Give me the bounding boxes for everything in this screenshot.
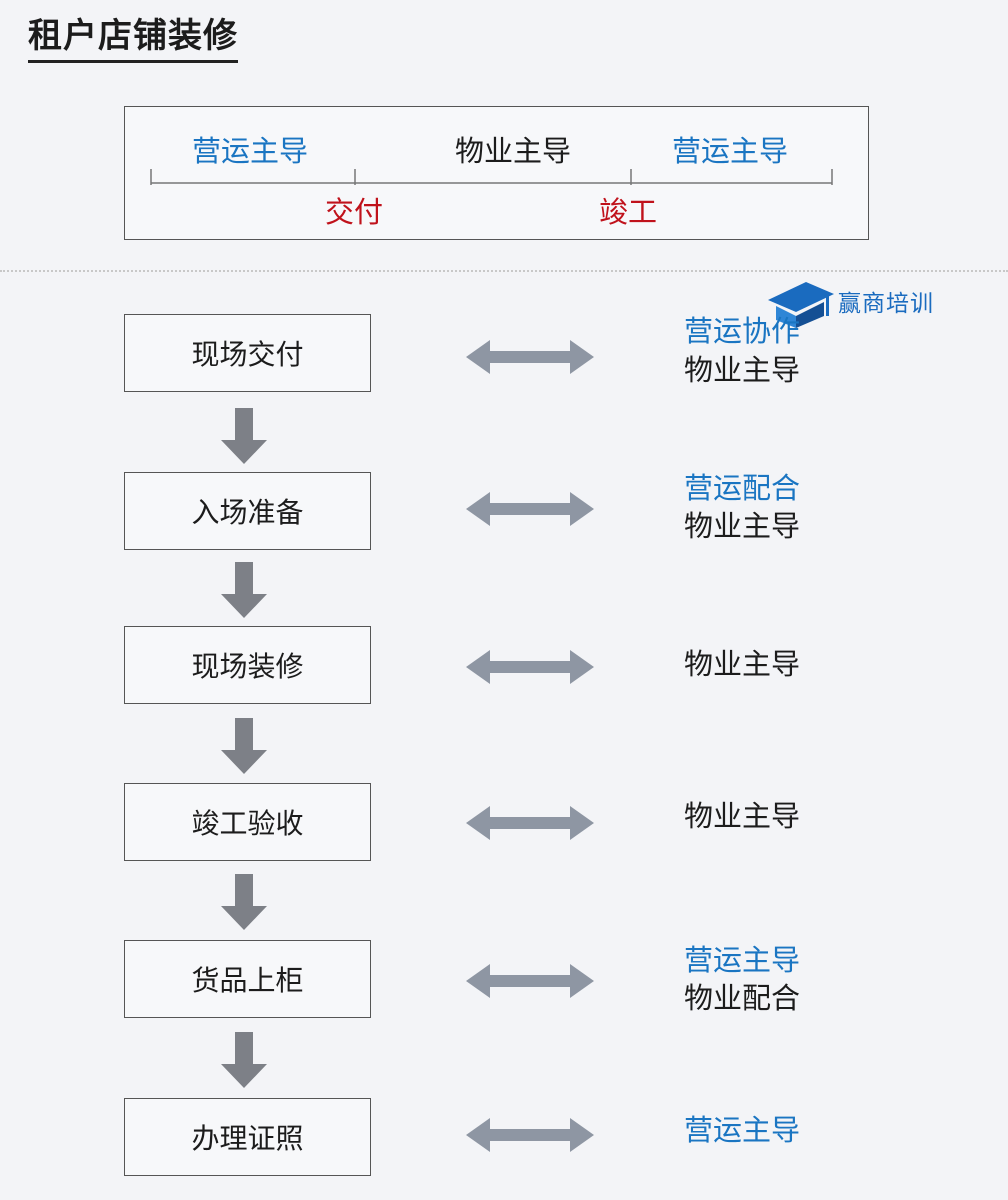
- role-operations: 营运主导: [684, 943, 801, 977]
- role-property: 物业主导: [684, 647, 801, 681]
- watermark-logo: 赢商培训: [766, 280, 946, 330]
- step-site-renovation: 现场装修: [124, 626, 371, 704]
- role-operations: 营运主导: [684, 1113, 801, 1147]
- down-arrow-icon: [221, 408, 267, 464]
- section-divider: [0, 270, 1008, 272]
- role-operations: 营运配合: [684, 471, 801, 505]
- down-arrow-icon: [221, 562, 267, 618]
- step-goods-shelving: 货品上柜: [124, 940, 371, 1018]
- watermark-text: 赢商培训: [838, 291, 934, 317]
- winshang-logo-icon: [768, 282, 834, 328]
- down-arrow-icon: [221, 874, 267, 930]
- double-arrow-icon: [466, 650, 594, 684]
- role-property: 物业主导: [684, 799, 801, 833]
- milestone-completion: 竣工: [599, 195, 658, 229]
- double-arrow-icon: [466, 806, 594, 840]
- down-arrow-icon: [221, 718, 267, 774]
- double-arrow-icon: [466, 964, 594, 998]
- step-site-delivery: 现场交付: [124, 314, 371, 392]
- responsibility-timeline: 营运主导 物业主导 营运主导 交付 竣工: [124, 106, 869, 240]
- timeline-segment-3: 营运主导: [672, 134, 789, 168]
- timeline-axis: [150, 169, 833, 185]
- milestone-delivery: 交付: [325, 195, 384, 229]
- role-property: 物业主导: [684, 509, 801, 543]
- role-property: 物业配合: [684, 981, 801, 1015]
- role-property: 物业主导: [684, 353, 801, 387]
- role-operations: 营运协作: [684, 314, 801, 348]
- page-title: 租户店铺装修: [28, 14, 238, 63]
- double-arrow-icon: [466, 492, 594, 526]
- step-completion-acceptance: 竣工验收: [124, 783, 371, 861]
- timeline-segment-1: 营运主导: [192, 134, 309, 168]
- double-arrow-icon: [466, 1118, 594, 1152]
- timeline-segment-2: 物业主导: [455, 134, 572, 168]
- double-arrow-icon: [466, 340, 594, 374]
- step-license-processing: 办理证照: [124, 1098, 371, 1176]
- step-entry-preparation: 入场准备: [124, 472, 371, 550]
- down-arrow-icon: [221, 1032, 267, 1088]
